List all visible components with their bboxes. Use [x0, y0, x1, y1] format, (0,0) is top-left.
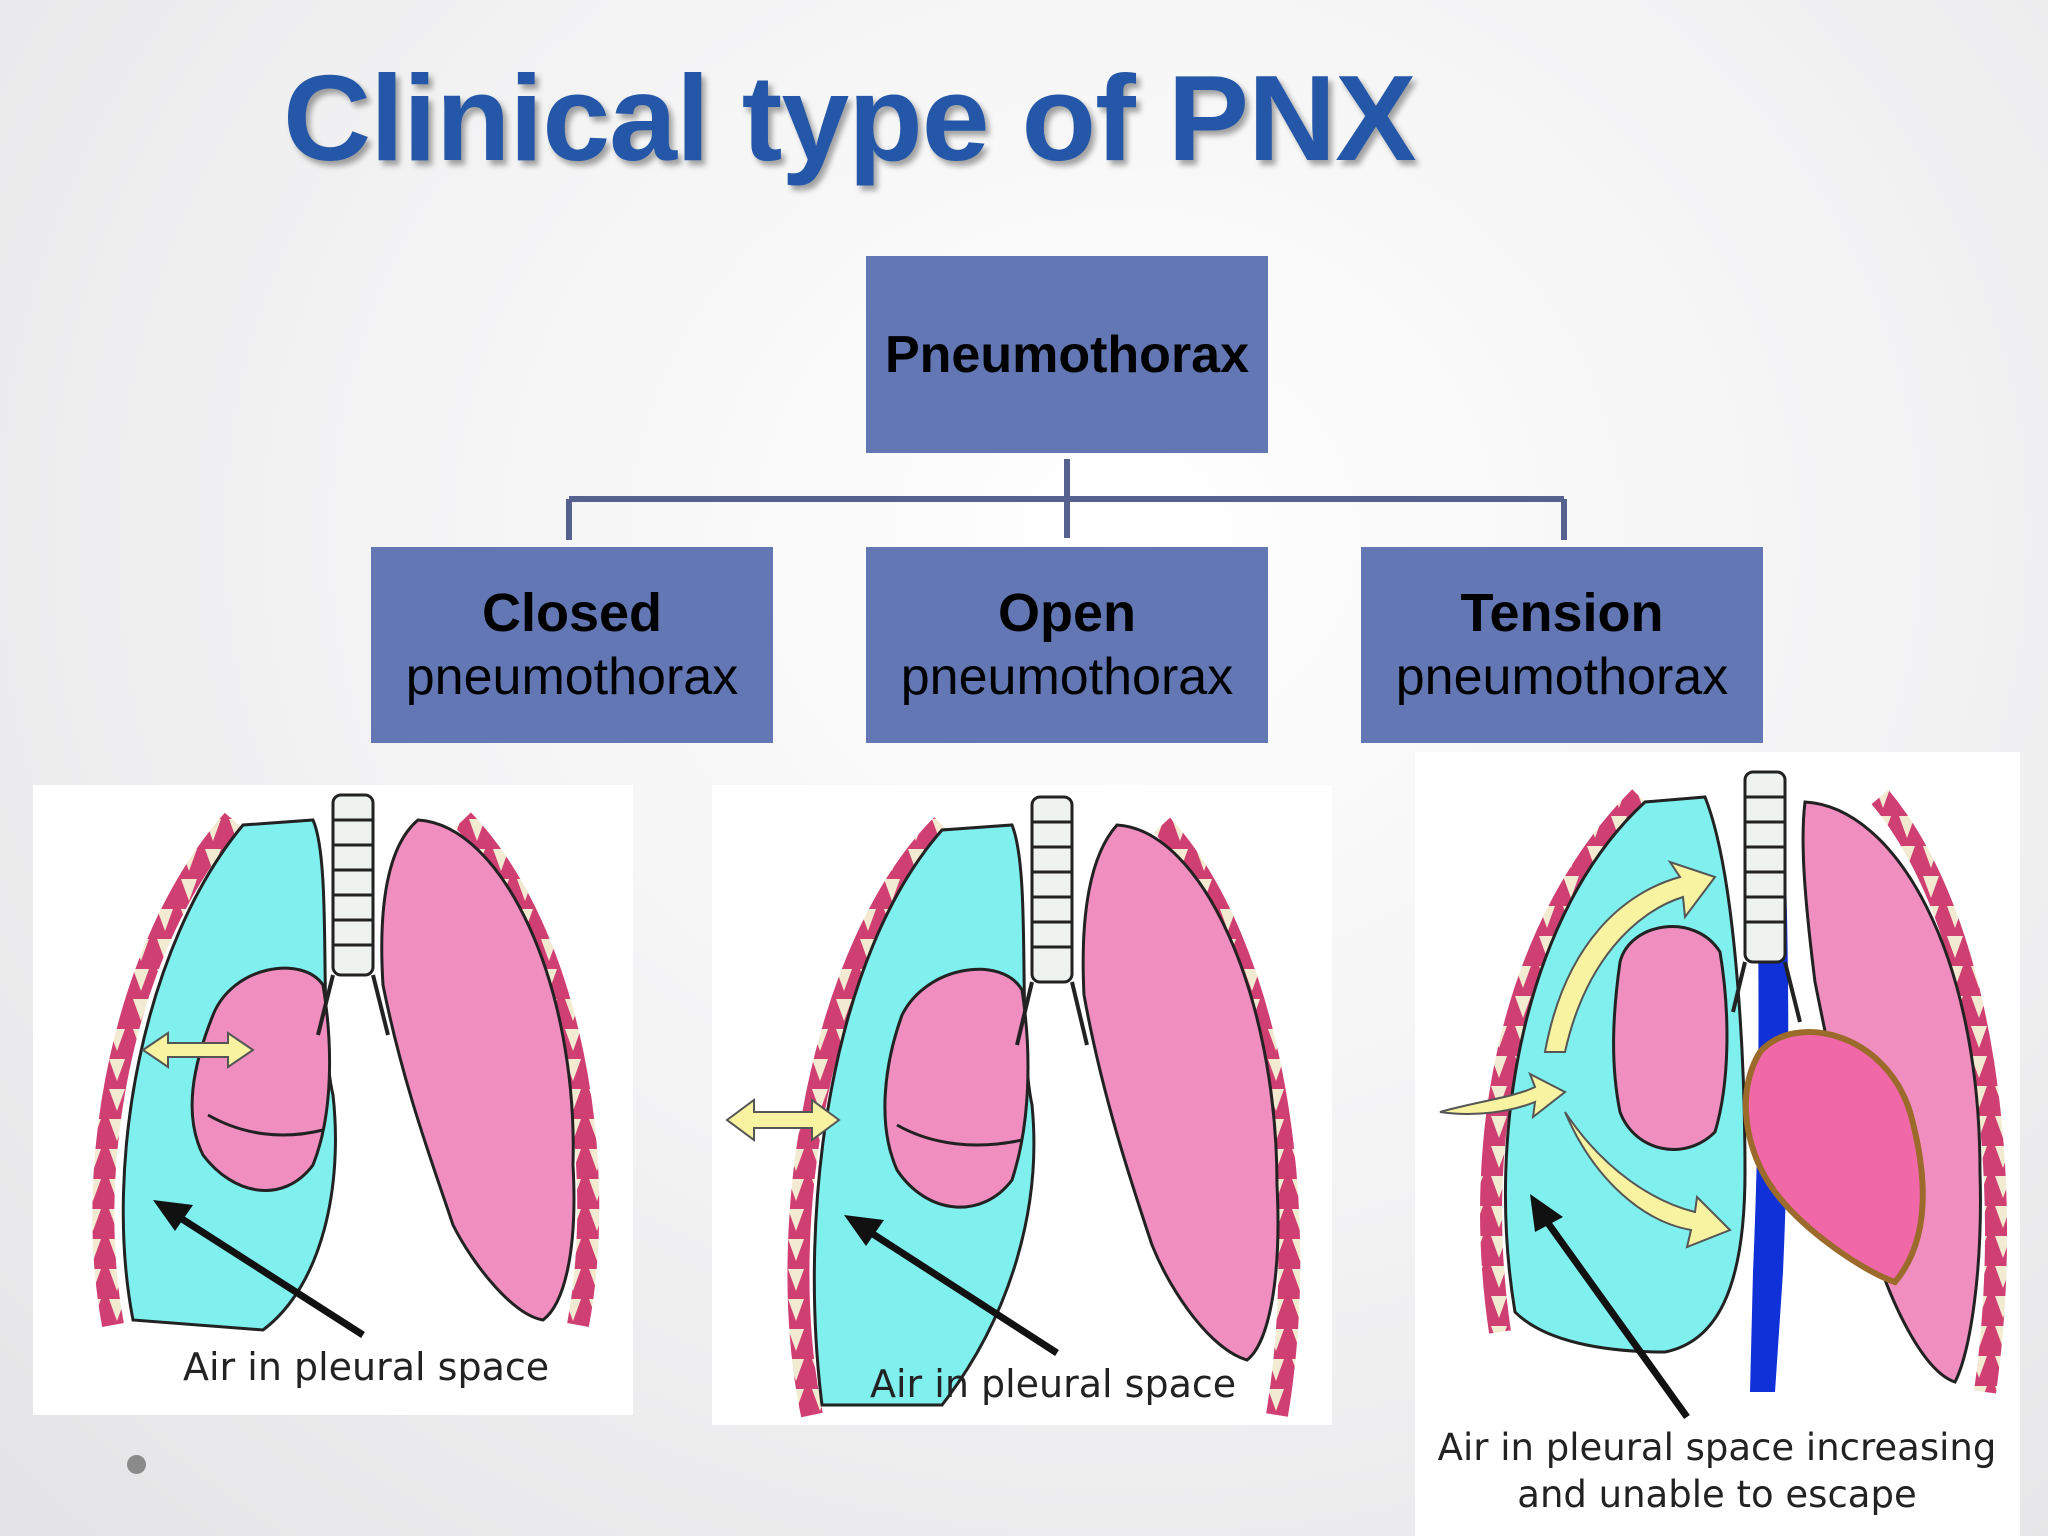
tension-pneumothorax-illustration: Air in pleural space increasing and unab… — [1415, 752, 2020, 1536]
closed-caption: Air in pleural space — [183, 1345, 549, 1389]
open-pneumothorax-illustration: Air in pleural space — [712, 785, 1332, 1425]
root-label: Pneumothorax — [884, 325, 1250, 384]
tension-sublabel: pneumothorax — [1395, 648, 1729, 706]
pneumothorax-root-box: Pneumothorax — [866, 256, 1268, 453]
open-label: Open — [997, 583, 1136, 643]
collapsed-lung — [883, 967, 1030, 1209]
tension-label: Tension — [1460, 583, 1664, 643]
compressed-lung — [1612, 925, 1729, 1151]
right-lung — [1081, 823, 1280, 1362]
closed-pneumothorax-box: Closed pneumothorax — [371, 547, 773, 743]
tension-caption-line2: and unable to escape — [1517, 1473, 1916, 1516]
tension-pneumothorax-box: Tension pneumothorax — [1361, 547, 1763, 743]
closed-label: Closed — [481, 583, 663, 643]
slide-title: Clinical type of PNX — [283, 50, 1416, 186]
double-arrow-icon — [141, 1031, 255, 1069]
tension-caption-line1: Air in pleural space increasing — [1438, 1426, 1997, 1469]
pointer-arrow-icon — [153, 1200, 365, 1338]
pointer-arrow-icon — [844, 1215, 1059, 1356]
pointer-arrow-icon — [1530, 1194, 1690, 1420]
right-lung — [380, 818, 576, 1322]
open-caption: Air in pleural space — [870, 1362, 1236, 1406]
closed-sublabel: pneumothorax — [405, 648, 739, 706]
heart — [1742, 1029, 1926, 1286]
closed-pneumothorax-illustration: Air in pleural space — [33, 785, 633, 1415]
open-pneumothorax-box: Open pneumothorax — [866, 547, 1268, 743]
curved-arrow-icon — [1439, 860, 1732, 1249]
double-arrow-icon — [725, 1098, 841, 1142]
bullet-point — [127, 1455, 146, 1474]
open-sublabel: pneumothorax — [900, 648, 1234, 706]
